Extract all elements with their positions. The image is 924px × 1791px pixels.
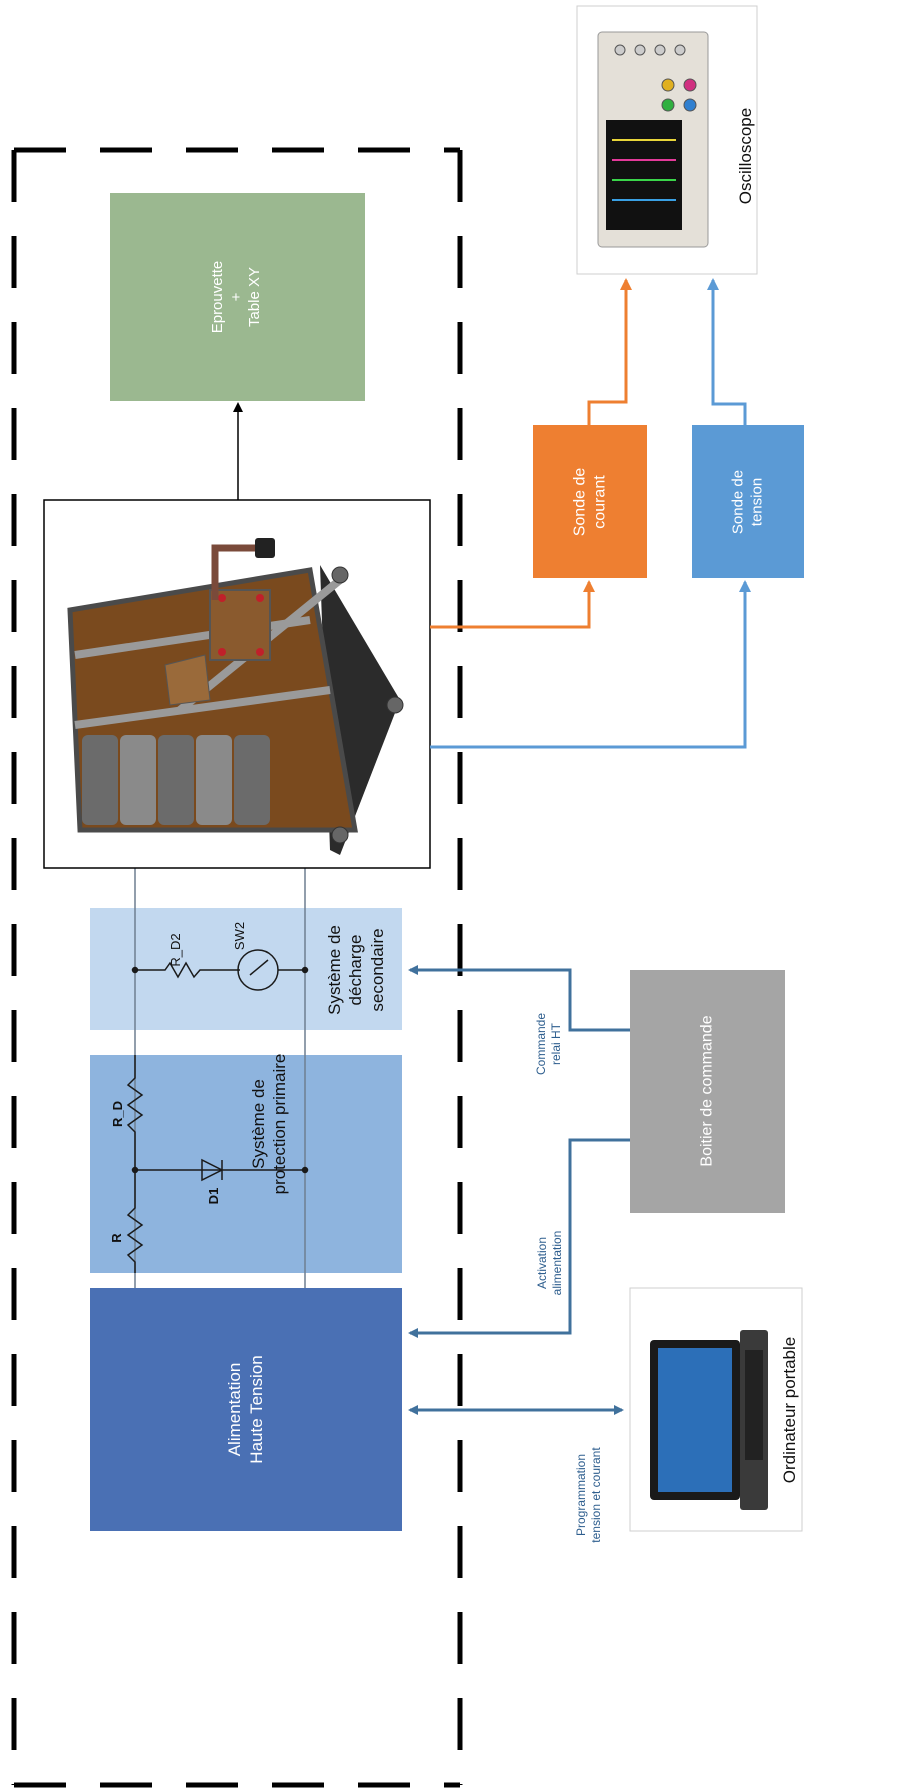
- decharge-schematic: [131, 949, 309, 991]
- voltage-to-scope-line: [707, 278, 747, 425]
- sonde-courant-block: [533, 425, 647, 578]
- eprouvette-block: [110, 193, 365, 401]
- dashed-enclosure: [11, 147, 463, 1788]
- commande-relai-line: [408, 965, 630, 1032]
- activation-line: [408, 1138, 630, 1338]
- component-rd-label: R_D: [109, 1101, 125, 1128]
- sonde-tension-block: [692, 425, 804, 578]
- protection-label: Système de protection primaire: [248, 1053, 289, 1195]
- component-r-label: R: [108, 1233, 124, 1243]
- eprouvette-label: Eprouvette + Table XY: [208, 260, 264, 334]
- protection-block: [90, 1055, 402, 1273]
- programmation-label: Programmation tension et courant: [574, 1447, 603, 1543]
- oscilloscope-label: Oscilloscope: [736, 107, 756, 205]
- current-to-scope-line: [587, 278, 632, 425]
- sonde-courant-label: Sonde de courant: [571, 467, 609, 537]
- apparatus-illustration: [67, 538, 404, 855]
- boitier-label: Boitier de commande: [698, 1015, 716, 1167]
- component-rd2-label: R_D2: [167, 933, 183, 967]
- current-probe-line: [430, 580, 595, 629]
- ordinateur-label: Ordinateur portable: [780, 1336, 800, 1484]
- component-sw2-label: SW2: [231, 921, 247, 951]
- boitier-block: [630, 970, 785, 1213]
- voltage-probe-line: [430, 580, 751, 749]
- laptop-illustration: [650, 1330, 768, 1510]
- alimentation-block: [90, 1288, 402, 1531]
- alimentation-label: Alimentation Haute Tension: [225, 1355, 266, 1464]
- component-d1-label: D1: [205, 1187, 221, 1205]
- commande-label: Commande relai HT: [534, 1012, 563, 1076]
- activation-label: Activation alimentation: [535, 1230, 564, 1296]
- sonde-tension-label: Sonde de tension: [729, 469, 766, 535]
- oscilloscope-illustration: [597, 31, 709, 248]
- protection-schematic: [126, 1055, 309, 1273]
- decharge-block: [90, 908, 402, 1030]
- decharge-label: Système de décharge secondaire: [325, 925, 387, 1015]
